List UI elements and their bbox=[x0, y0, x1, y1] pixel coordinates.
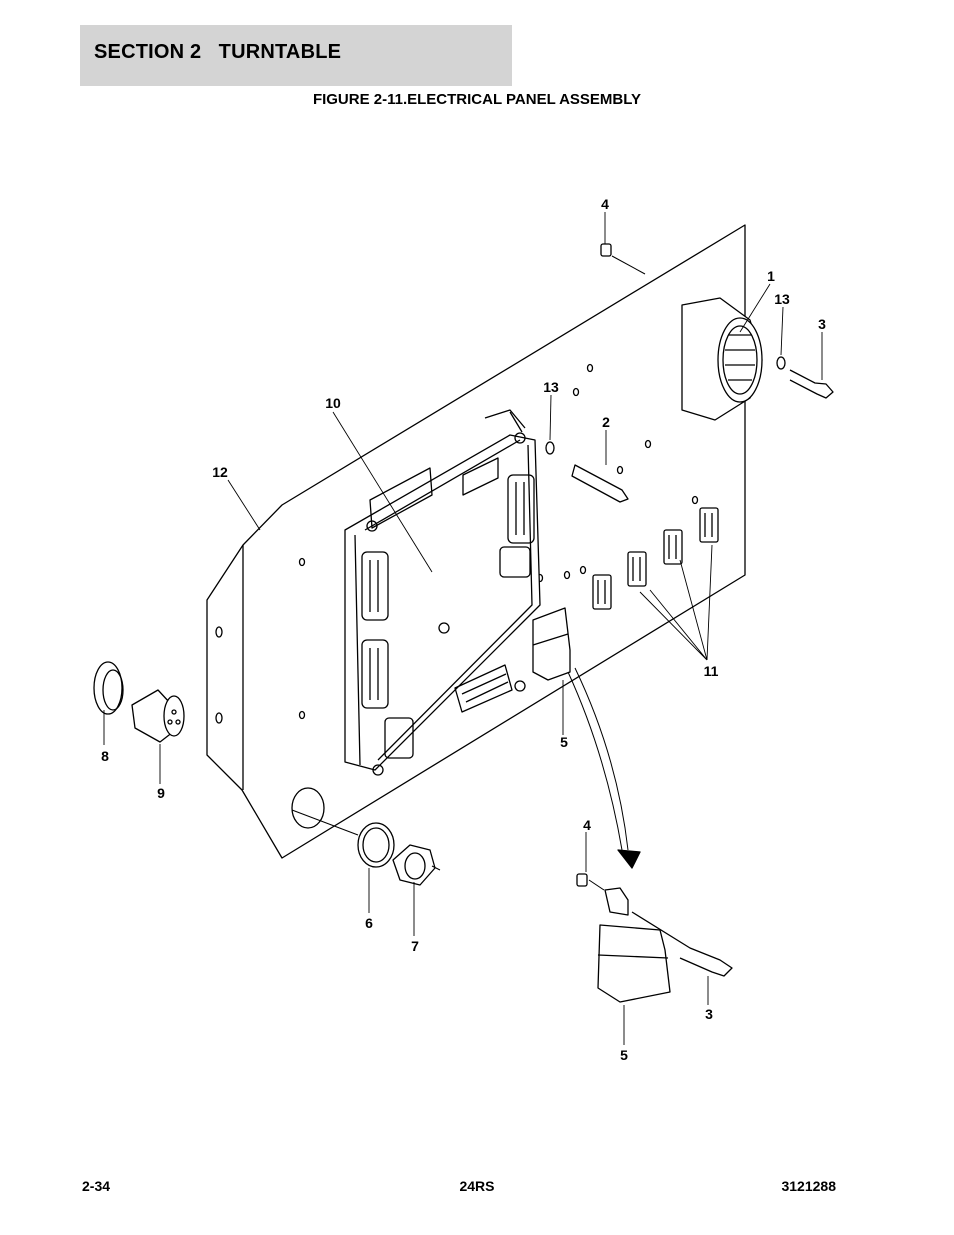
section-header: SECTION 2 TURNTABLE bbox=[80, 25, 512, 86]
footer-doc-number: 3121288 bbox=[781, 1178, 836, 1194]
footer-model: 24RS bbox=[459, 1178, 495, 1194]
external-connector bbox=[93, 661, 185, 743]
nut-top bbox=[600, 243, 612, 257]
callout-label: 4 bbox=[583, 817, 591, 833]
callout-label: 13 bbox=[543, 379, 559, 395]
long-bolt bbox=[571, 464, 629, 503]
callout-label: 10 bbox=[325, 395, 341, 411]
callout-label: 9 bbox=[157, 785, 165, 801]
callout-labels: 4 1 13 3 13 2 10 12 11 5 8 9 4 6 7 3 5 bbox=[101, 196, 826, 1063]
callout-label: 12 bbox=[212, 464, 228, 480]
callout-label: 3 bbox=[705, 1006, 713, 1022]
callout-label: 3 bbox=[818, 316, 826, 332]
controller-module bbox=[344, 409, 541, 776]
small-connectors bbox=[592, 507, 719, 610]
callout-label: 2 bbox=[602, 414, 610, 430]
washer-right bbox=[776, 356, 786, 370]
washer-left bbox=[545, 441, 555, 455]
callout-label: 5 bbox=[620, 1047, 628, 1063]
callout-label: 8 bbox=[101, 748, 109, 764]
callout-label: 7 bbox=[411, 938, 419, 954]
callout-label: 13 bbox=[774, 291, 790, 307]
callout-label: 6 bbox=[365, 915, 373, 931]
figure-title: FIGURE 2-11.ELECTRICAL PANEL ASSEMBLY bbox=[312, 91, 642, 108]
relay-mounted bbox=[532, 607, 571, 681]
section-title: SECTION 2 TURNTABLE bbox=[94, 41, 342, 63]
relay-exploded bbox=[576, 873, 733, 1003]
callout-label: 4 bbox=[601, 196, 609, 212]
callout-label: 11 bbox=[704, 663, 719, 679]
callout-label: 1 bbox=[767, 268, 775, 284]
callout-label: 5 bbox=[560, 734, 568, 750]
o-ring bbox=[357, 822, 395, 868]
footer-page-number: 2-34 bbox=[82, 1178, 111, 1194]
